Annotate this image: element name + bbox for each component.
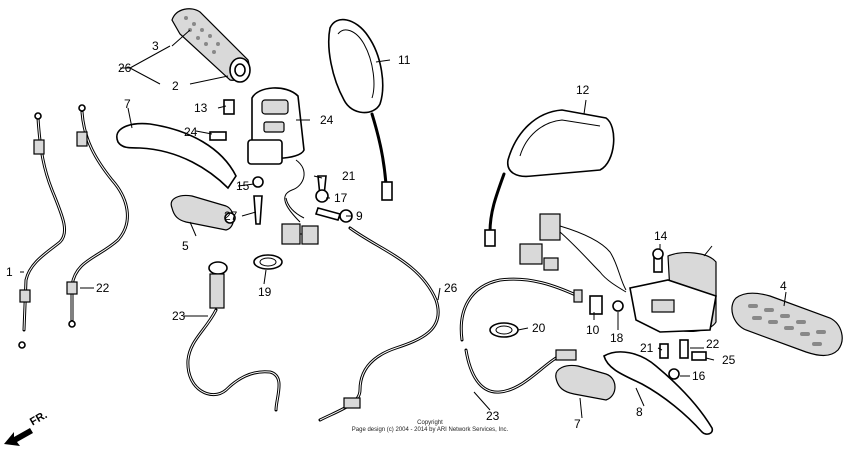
- callout-25: 21: [342, 169, 356, 183]
- mirror-20: [484, 109, 615, 247]
- callout-21-left: 13: [194, 101, 208, 115]
- callout-7-right: 25: [722, 353, 736, 367]
- callout-26-left: 21: [640, 341, 654, 355]
- callout-4: 23: [486, 409, 500, 423]
- copyright-notice: Copyright Page design (c) 2004 - 2014 by…: [315, 420, 545, 434]
- clutch-cable-1: [18, 112, 66, 349]
- callout-27: 27: [224, 209, 238, 223]
- callout-16: 8: [636, 405, 643, 419]
- copyright-line-1: Copyright: [417, 420, 443, 426]
- callout-7-left: 24: [184, 125, 198, 139]
- right-switch-wiring: [519, 213, 627, 315]
- callout-18: 10: [586, 323, 600, 337]
- left-hardware: [209, 99, 353, 225]
- throttle-grip: [171, 8, 251, 83]
- copyright-line-2: Page design (c) 2004 - 2014 by ARI Netwo…: [351, 427, 509, 433]
- callout-22-right: 16: [692, 369, 706, 383]
- callout-24-right: 20: [532, 321, 546, 335]
- callout-1: 1: [6, 265, 13, 279]
- leader-lines: [20, 29, 787, 419]
- right-hardware: [652, 248, 707, 380]
- holder-13: [170, 194, 236, 231]
- callout-10: 2: [172, 79, 179, 93]
- callout-21-right: 14: [654, 229, 668, 243]
- clutch-lever-15: [116, 122, 237, 190]
- holder-14: [555, 364, 616, 401]
- callout-22-left: 15: [236, 179, 250, 193]
- callout-9: 26: [118, 61, 132, 75]
- callout-5: 24: [320, 113, 334, 127]
- throttle-cable-2: [66, 104, 129, 328]
- callout-8: 26: [444, 281, 458, 295]
- switch-housing-5: [247, 87, 305, 165]
- cable-4: [459, 277, 583, 394]
- choke-cable-3: [186, 261, 281, 412]
- callouts: 1 22 23 23 24 24 25 26 26 2 3 4 5 7 7 8 …: [6, 39, 787, 431]
- callout-24-left: 19: [258, 285, 272, 299]
- callout-19: 11: [398, 53, 411, 67]
- callout-14: 7: [574, 417, 581, 431]
- callout-17: 9: [356, 209, 363, 223]
- callout-23-right: 18: [610, 331, 624, 345]
- callout-3: 23: [172, 309, 186, 323]
- callout-11: 3: [152, 39, 159, 53]
- brake-lever-16: [603, 351, 714, 435]
- callout-13: 5: [182, 239, 189, 253]
- callout-2: 22: [96, 281, 110, 295]
- clip-24-left: [253, 254, 283, 270]
- switch-wiring: [281, 159, 319, 245]
- callout-12: 4: [780, 279, 787, 293]
- callout-15: 7: [124, 97, 131, 111]
- callout-26-right: 22: [706, 337, 720, 351]
- mirror-19: [327, 18, 393, 201]
- cable-8: [318, 226, 440, 422]
- callout-20: 12: [576, 83, 590, 97]
- switch-housing-6: [629, 252, 717, 333]
- clip-24-right: [489, 322, 519, 338]
- front-direction-arrow-icon: [4, 428, 33, 446]
- grip-12: [731, 292, 843, 357]
- callout-23-left: 17: [334, 191, 348, 205]
